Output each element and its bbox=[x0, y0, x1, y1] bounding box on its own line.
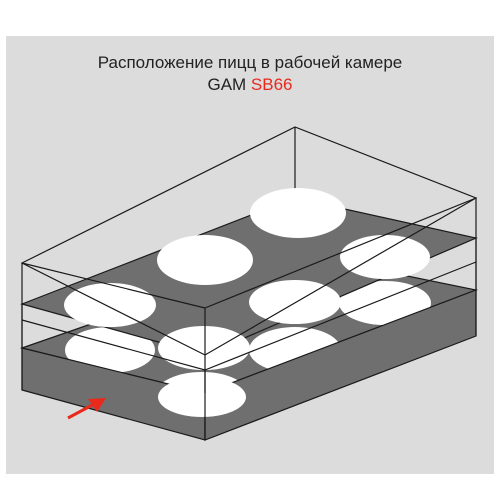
pizza-upper-5 bbox=[249, 280, 341, 324]
title-line-1: Расположение пицц в рабочей камере bbox=[97, 53, 403, 72]
tray-upper bbox=[20, 188, 478, 370]
title-brand: GAM bbox=[207, 75, 251, 94]
pizza-lower-3 bbox=[339, 281, 431, 325]
title-line-2: GAM SB66 bbox=[0, 74, 500, 96]
pizza-upper-6 bbox=[158, 326, 250, 370]
page-title: Расположение пицц в рабочей камере GAM S… bbox=[0, 52, 500, 96]
chamber-top-edges bbox=[20, 126, 478, 356]
pizza-upper-2 bbox=[157, 235, 253, 285]
pizza-upper-1 bbox=[250, 188, 346, 238]
pizza-lower-5 bbox=[158, 377, 246, 417]
pizza-upper-3 bbox=[340, 235, 430, 279]
red-arrow-icon bbox=[67, 398, 106, 420]
tray-upper-edge bbox=[21, 238, 477, 393]
pizza-upper-4 bbox=[64, 283, 156, 327]
title-model: SB66 bbox=[250, 75, 293, 94]
